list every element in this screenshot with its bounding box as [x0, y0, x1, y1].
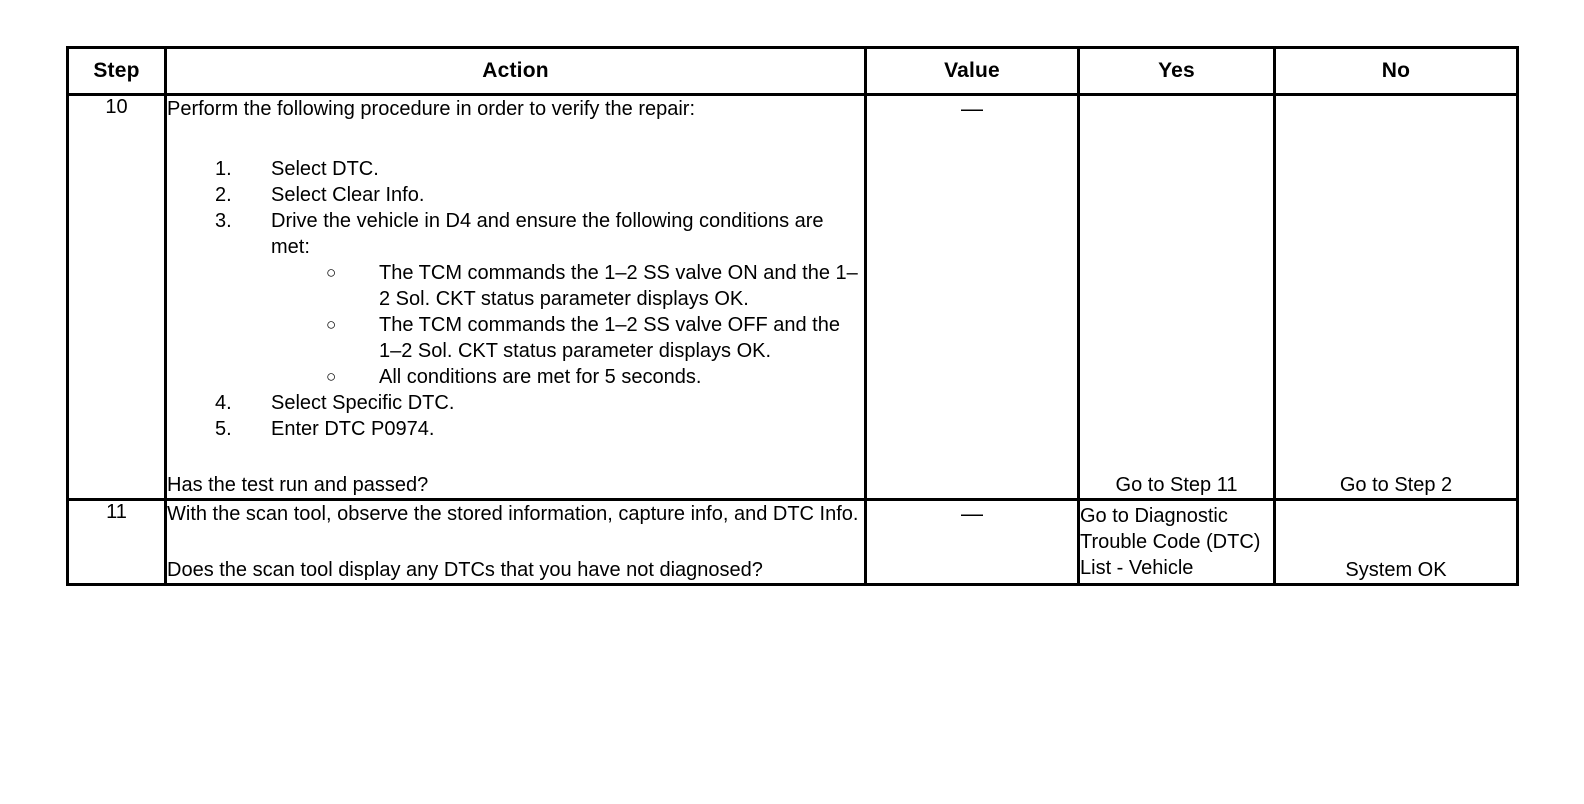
hollow-circle-icon: ○ [326, 315, 337, 334]
table-header: Step Action Value Yes No [66, 46, 1519, 96]
value-cell: — [864, 93, 1080, 501]
no-branch-cell: Go to Step 2 [1273, 93, 1519, 501]
action-cell: Perform the following procedure in order… [164, 93, 867, 501]
column-header-value: Value [864, 46, 1080, 96]
step-number-cell: 11 [66, 498, 167, 586]
list-item: 1. Select DTC. [167, 156, 864, 182]
list-item-text: The TCM commands the 1–2 SS valve ON and… [379, 262, 858, 310]
step-number-cell: 10 [66, 93, 167, 501]
diagnostic-procedure-table: Step Action Value Yes No 10 Perform the … [66, 46, 1519, 586]
value-cell: — [864, 498, 1080, 586]
spacer [167, 122, 864, 156]
list-item: 3. Drive the vehicle in D4 and ensure th… [167, 208, 864, 390]
action-question-text: Has the test run and passed? [167, 474, 429, 496]
table-body: 10 Perform the following procedure in or… [66, 93, 1519, 586]
column-header-no: No [1273, 46, 1519, 96]
list-item: 4. Select Specific DTC. [167, 390, 864, 416]
list-item: ○ The TCM commands the 1–2 SS valve OFF … [271, 312, 864, 364]
list-marker: 3. [215, 210, 232, 232]
spacer [167, 527, 864, 557]
list-item-text: Select Specific DTC. [271, 392, 455, 414]
action-question-text: Does the scan tool display any DTCs that… [167, 559, 763, 581]
column-header-step: Step [66, 46, 167, 96]
table-header-row: Step Action Value Yes No [66, 46, 1519, 96]
yes-branch-cell: Go to Diagnostic Trouble Code (DTC) List… [1077, 498, 1276, 586]
list-marker: 2. [215, 184, 232, 206]
hollow-circle-icon: ○ [326, 367, 337, 386]
list-item-text: Enter DTC P0974. [271, 418, 435, 440]
list-item: 2. Select Clear Info. [167, 182, 864, 208]
list-item-text: Drive the vehicle in D4 and ensure the f… [271, 210, 824, 258]
action-lead-text: With the scan tool, observe the stored i… [167, 503, 859, 525]
spacer [167, 442, 864, 472]
table-row: 11 With the scan tool, observe the store… [66, 498, 1519, 586]
action-lead-text: Perform the following procedure in order… [167, 98, 696, 120]
list-marker: 5. [215, 418, 232, 440]
hollow-circle-icon: ○ [326, 263, 337, 282]
list-marker: 1. [215, 158, 232, 180]
list-item-text: Select DTC. [271, 158, 379, 180]
column-header-action: Action [164, 46, 867, 96]
list-item: ○ All conditions are met for 5 seconds. [271, 364, 864, 390]
action-cell: With the scan tool, observe the stored i… [164, 498, 867, 586]
list-item-text: All conditions are met for 5 seconds. [379, 366, 702, 388]
no-branch-cell: System OK [1273, 498, 1519, 586]
action-condition-list: ○ The TCM commands the 1–2 SS valve ON a… [271, 260, 864, 390]
list-item-text: The TCM commands the 1–2 SS valve OFF an… [379, 314, 840, 362]
list-item-text: Select Clear Info. [271, 184, 425, 206]
column-header-yes: Yes [1077, 46, 1276, 96]
yes-branch-cell: Go to Step 11 [1077, 93, 1276, 501]
action-step-list: 1. Select DTC. 2. Select Clear Info. 3. … [167, 156, 864, 442]
table-row: 10 Perform the following procedure in or… [66, 93, 1519, 501]
list-marker: 4. [215, 392, 232, 414]
list-item: 5. Enter DTC P0974. [167, 416, 864, 442]
list-item: ○ The TCM commands the 1–2 SS valve ON a… [271, 260, 864, 312]
